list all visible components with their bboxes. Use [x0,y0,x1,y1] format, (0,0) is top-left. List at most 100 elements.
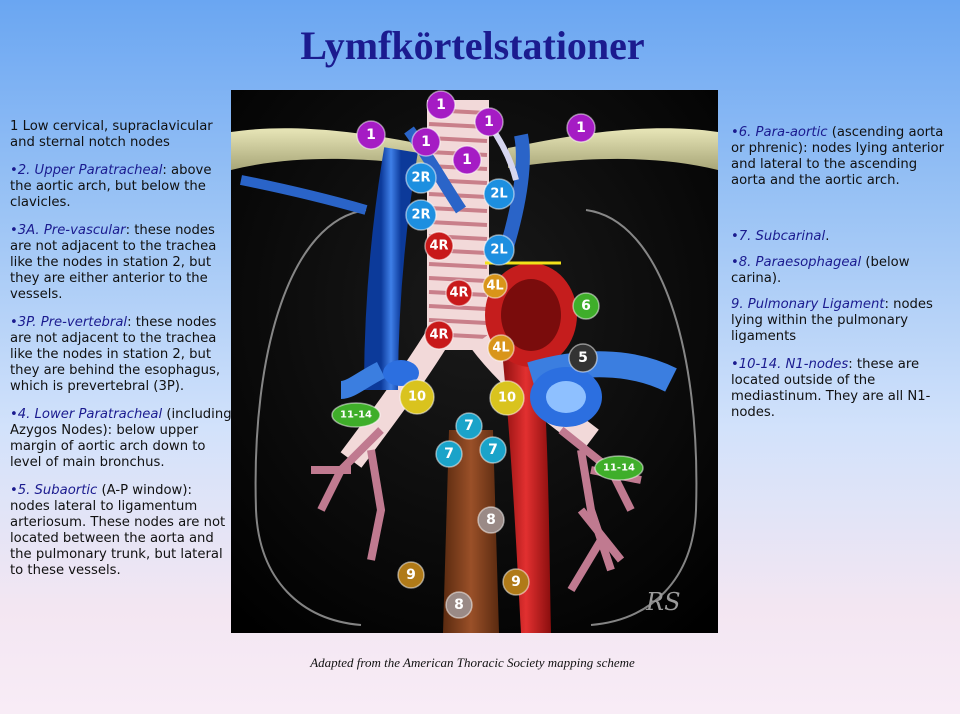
lymph-node-label: 1 [421,134,431,150]
lymph-node-label: 2R [411,208,430,223]
station-label: •7. Subcarinal [731,229,826,244]
lymph-node-4r-marker: 4R [445,279,473,307]
left-description-column: 1 Low cervical, supraclavicular and ster… [10,119,232,591]
lymph-node-circle [455,412,483,440]
left-lung-outline [585,209,698,626]
lymph-node-circle [482,273,508,299]
station-text: : these nodes are not adjacent to the tr… [10,223,217,302]
lymph-node-label: 8 [454,597,464,613]
superior-vena-cava [364,147,418,391]
lymph-node-circle [405,162,437,194]
station-text: (including Azygos Nodes): below upper ma… [10,407,232,470]
lymph-node-8-marker: 8 [445,591,473,619]
lymph-node-circle [572,292,600,320]
station-description: •2. Upper Paratracheal: above the aortic… [10,163,232,211]
lymph-node-circle [445,591,473,619]
lymph-node-2r-marker: 2R [405,162,437,194]
lymph-node-circle [424,320,454,350]
lymph-node-circle [594,455,644,481]
lymph-node-6-marker: 6 [572,292,600,320]
station-text: : these are located outside of the media… [731,357,931,420]
lymph-node-4r-marker: 4R [424,231,454,261]
lymph-node-label: 11-14 [603,463,635,474]
right-subclavian-vein [240,175,368,215]
artist-signature: RS [645,588,681,616]
station-text: . [825,229,830,244]
source-caption: Adapted from the American Thoracic Socie… [310,655,635,670]
pulmonary-trunk-lumen [546,381,586,413]
station-text: : nodes lying within the pulmonary ligam… [731,297,933,344]
lymph-node-circle [568,343,598,373]
lymph-node-circle [411,127,441,157]
lymph-node-circle [356,120,386,150]
left-clavicle [508,128,718,170]
lymph-node-4l-marker: 4L [482,273,508,299]
station-text: (ascending aorta or phrenic): nodes lyin… [731,125,945,188]
lymph-node-circle [489,380,525,416]
station-label: •4. Lower Paratracheal [10,407,163,422]
lymph-node-7-marker: 7 [479,436,507,464]
lymph-node-label: 8 [486,512,496,528]
lymph-node-circle [483,178,515,210]
lymph-node-label: 6 [581,298,591,314]
station-description: •4. Lower Paratracheal (including Azygos… [10,407,232,471]
station-description: •10-14. N1-nodes: these are located outs… [731,357,955,421]
lymph-node-label: 4R [429,239,448,254]
lymph-node-7-marker: 7 [455,412,483,440]
lymph-node-circle [487,334,515,362]
station-description: •7. Subcarinal. [731,229,955,245]
station-label: •2. Upper Paratracheal [10,163,163,178]
aortic-arch-lumen [501,279,561,351]
lymph-node-label: 1 [366,127,376,143]
lymph-node-10-marker: 10 [399,379,435,415]
right-pulmonary-artery [339,361,386,399]
right-lung-outline [254,209,367,626]
bronchial-tree [311,426,642,593]
lymph-node-9-marker: 9 [397,561,425,589]
lymph-node-label: 1 [436,97,446,113]
station-text: : above the aortic arch, but below the c… [10,163,212,210]
station-label: •3P. Pre-vertebral [10,315,128,330]
lymph-node-label: 9 [406,567,416,583]
station-label: •6. Para-aortic [731,125,828,140]
lymph-node-circle [479,436,507,464]
station-label: •8. Paraesophageal [731,255,862,270]
station-description: •3A. Pre-vascular: these nodes are not a… [10,223,232,303]
lymph-node-circle [452,145,482,175]
lymph-node-label: 4R [429,328,448,343]
station-label: •3A. Pre-vascular [10,223,126,238]
lymph-node-1-marker: 1 [356,120,386,150]
lymph-node-label: 5 [578,350,588,366]
lymph-node-1-marker: 1 [474,107,504,137]
lymph-node-1-marker: 1 [566,113,596,143]
station-label: •10-14. N1-nodes [731,357,849,372]
lymph-node-circle [405,199,437,231]
lymph-node-10-marker: 10 [489,380,525,416]
lymph-node-circle [502,568,530,596]
lymph-node-circle [331,402,381,428]
lymph-node-circle [445,279,473,307]
lymph-node-label: 4R [449,286,468,301]
lymph-node-4l-marker: 4L [487,334,515,362]
lymph-node-4r-marker: 4R [424,320,454,350]
lymph-node-label: 10 [498,391,516,406]
station-description: •8. Paraesophageal (below carina). [731,255,955,287]
lymph-node-label: 7 [464,418,474,434]
lymph-node-1-marker: 1 [452,145,482,175]
station-text: (A-P window): nodes lateral to ligamentu… [10,483,226,578]
lymph-node-2r-marker: 2R [405,199,437,231]
station-description: 9. Pulmonary Ligament: nodes lying withi… [731,297,955,345]
lymph-node-circle [426,90,456,120]
station-label: •5. Subaortic [10,483,98,498]
left-pulmonary-artery [527,351,677,392]
right-pulmonary-vessel [383,360,419,386]
lymph-node-label: 1 [576,120,586,136]
lymph-node-circle [435,440,463,468]
lymph-node-circle [399,379,435,415]
esophagus [443,430,499,633]
lymph-node-circle [474,107,504,137]
lymph-node-8-marker: 8 [477,506,505,534]
lymph-node-1-marker: 1 [426,90,456,120]
